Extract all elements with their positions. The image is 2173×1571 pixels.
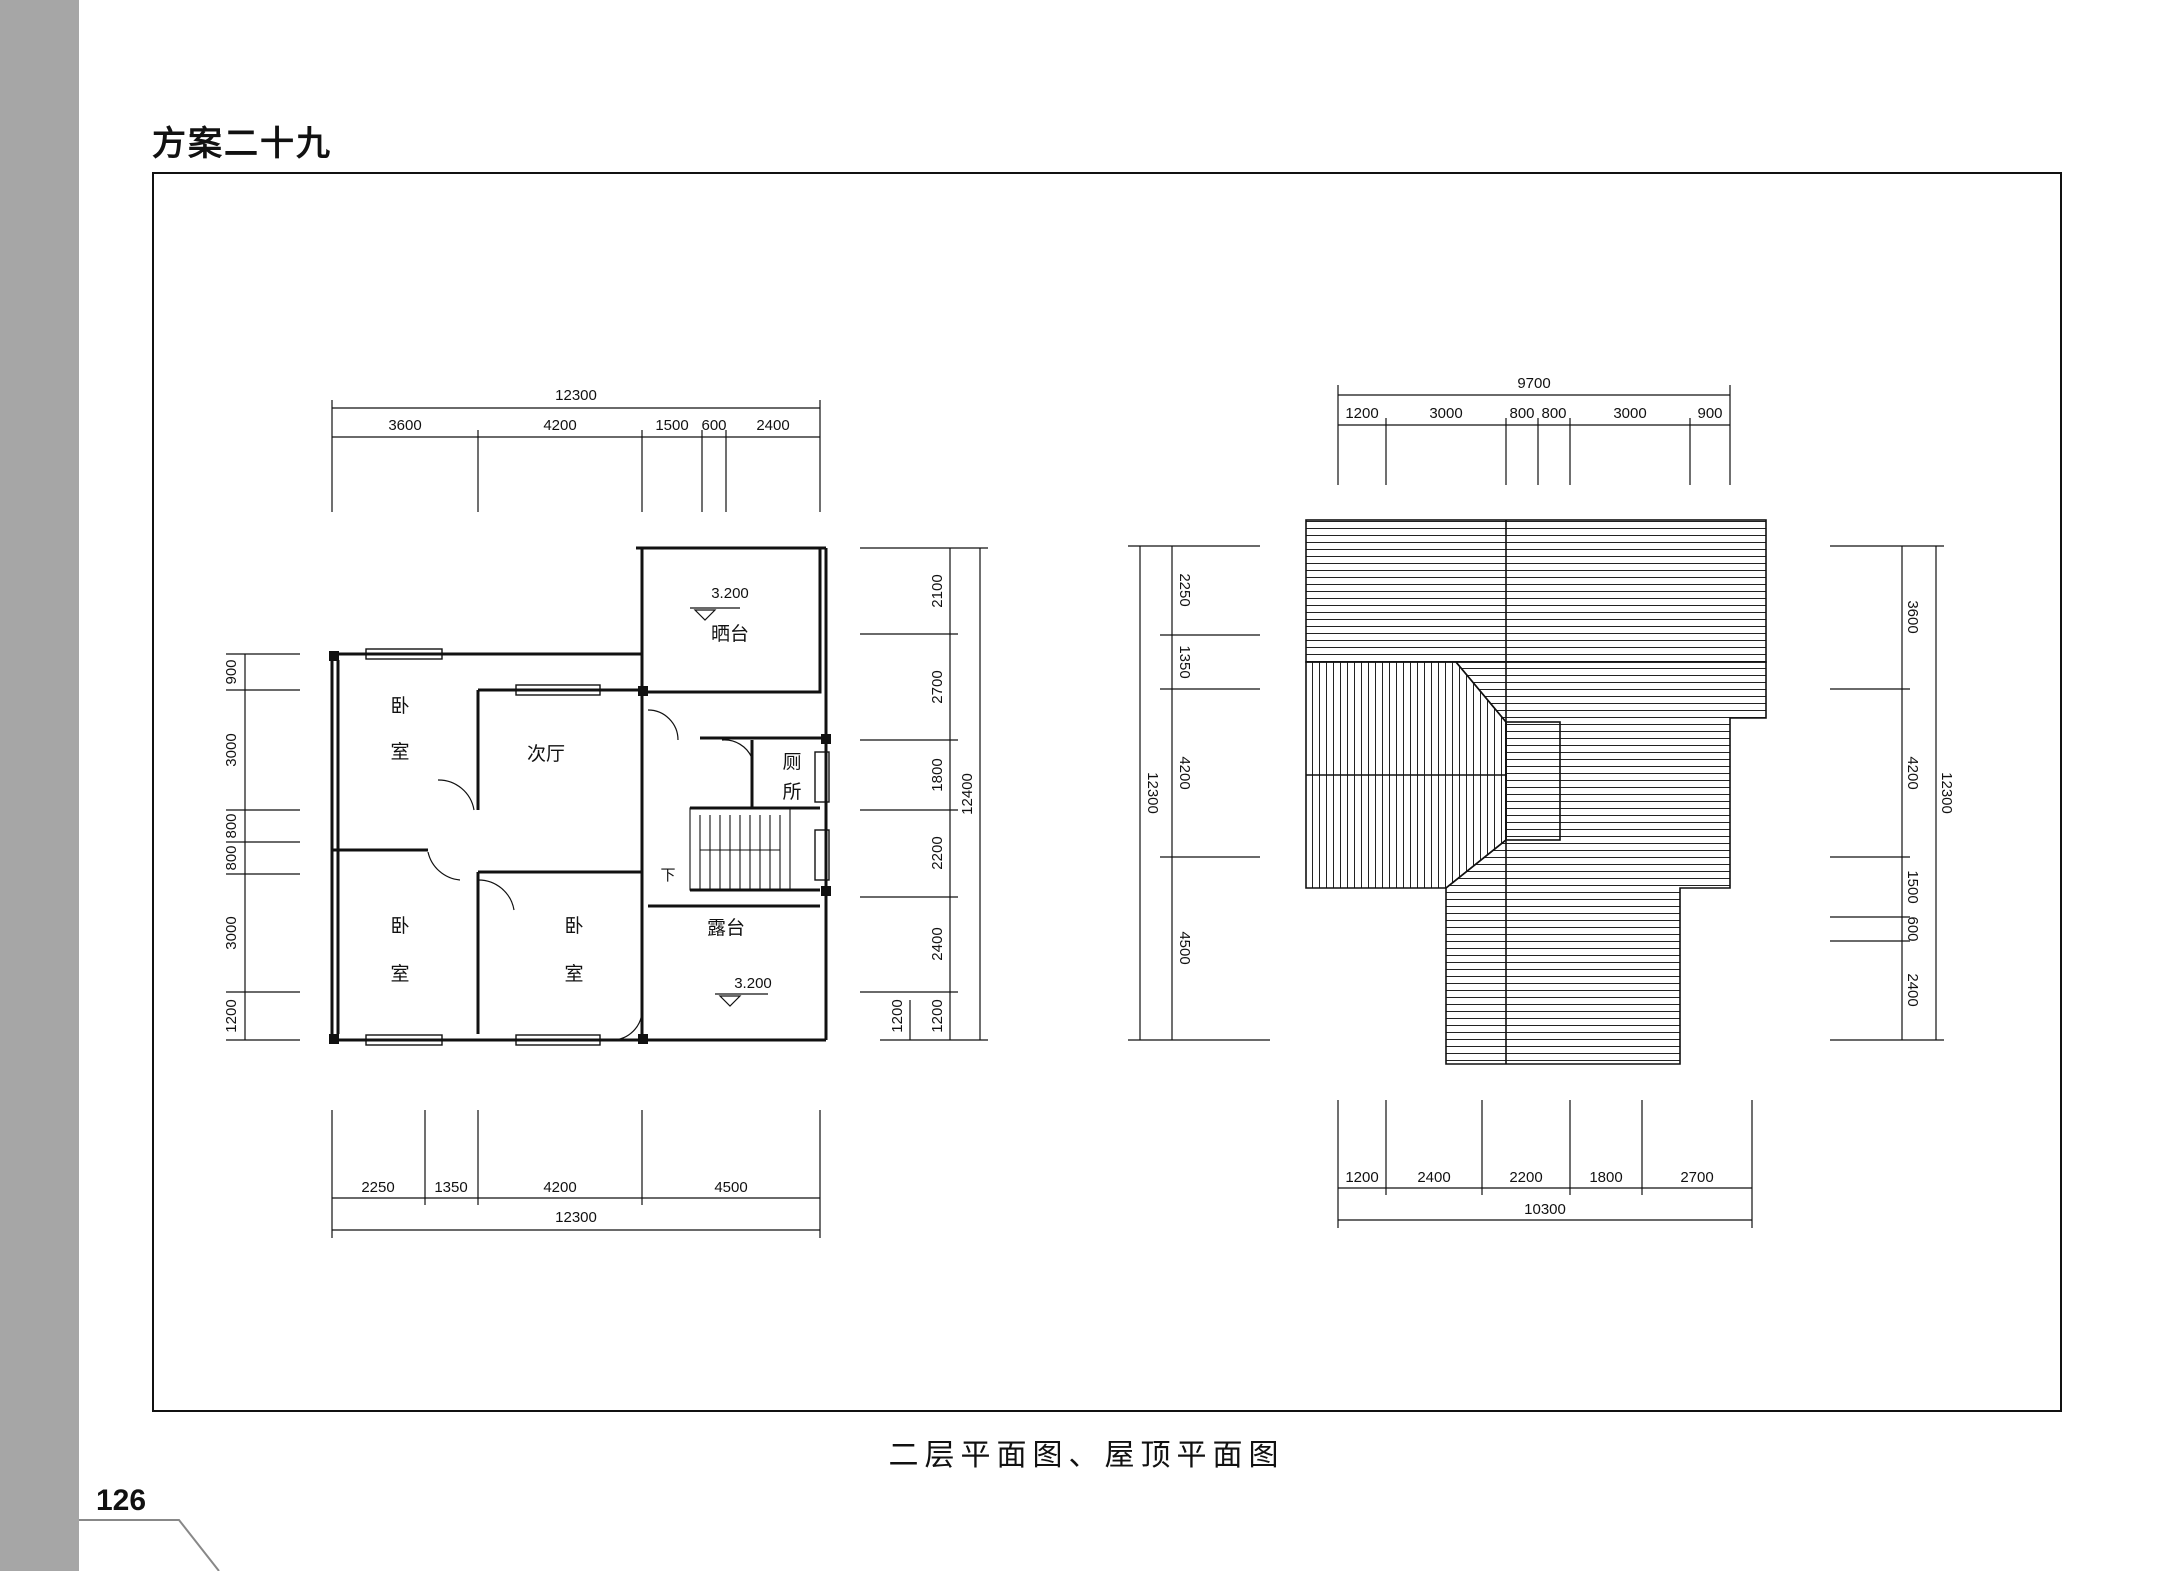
floor-bottom-total-label: 12300 xyxy=(555,1209,597,1226)
floor-doors xyxy=(427,709,753,1041)
roof-bottom-seg-1: 1200 xyxy=(1345,1169,1378,1186)
room-bedroom-1-char-2: 室 xyxy=(390,741,409,763)
page-number: 126 xyxy=(96,1484,147,1517)
room-open-terrace: 露台 xyxy=(707,917,745,939)
floor-walls xyxy=(330,546,828,1042)
floor-top-seg-1: 3600 xyxy=(388,417,421,434)
roof-top-seg-6: 900 xyxy=(1697,405,1722,422)
roof-left-seg-2: 1350 xyxy=(1176,645,1193,678)
roof-top-seg-5: 3000 xyxy=(1613,405,1646,422)
floor-left-seg-6: 1200 xyxy=(223,999,240,1032)
roof-bottom-seg-5: 2700 xyxy=(1680,1169,1713,1186)
room-secondary-hall: 次厅 xyxy=(527,743,565,765)
floor-left-seg-4: 800 xyxy=(223,845,240,870)
roof-bottom-seg-3: 2200 xyxy=(1509,1169,1542,1186)
staircase xyxy=(689,807,791,891)
floor-right-seg-1: 2100 xyxy=(929,574,946,607)
open-terrace-elevation: 3.200 xyxy=(734,975,772,992)
roof-top-seg-1: 1200 xyxy=(1345,405,1378,422)
floor-columns xyxy=(329,651,831,1044)
floor-top-total-label: 12300 xyxy=(555,387,597,404)
roof-left-total-label: 12300 xyxy=(1144,772,1161,814)
roof-left-seg-4: 4500 xyxy=(1176,931,1193,964)
second-floor-plan xyxy=(226,400,988,1238)
floor-top-seg-5: 2400 xyxy=(756,417,789,434)
floor-left-dimensions xyxy=(226,653,300,1041)
roof-plan-labels: 9700 1200 3000 800 800 3000 900 1200 240… xyxy=(1144,375,1955,1218)
page-side-bar xyxy=(0,0,79,1571)
drawing-caption: 二层平面图、屋顶平面图 xyxy=(888,1439,1285,1472)
roof-dimensions xyxy=(1128,385,1944,1228)
floor-top-dimensions xyxy=(331,400,821,512)
drying-terrace-elevation: 3.200 xyxy=(711,585,749,602)
roof-right-seg-3: 1500 xyxy=(1904,870,1921,903)
room-bedroom-1-char-1: 卧 xyxy=(390,695,409,717)
room-bedroom-3-char-1: 卧 xyxy=(564,915,583,937)
roof-bottom-seg-4: 1800 xyxy=(1589,1169,1622,1186)
floor-right-seg-5: 2400 xyxy=(929,927,946,960)
floor-right-extra-seg: 1200 xyxy=(889,999,906,1032)
floor-bottom-seg-2: 1350 xyxy=(434,1179,467,1196)
floor-right-total-label: 12400 xyxy=(959,773,976,815)
floor-right-seg-4: 2200 xyxy=(929,836,946,869)
roof-top-total-label: 9700 xyxy=(1517,375,1550,392)
floor-bottom-dimensions xyxy=(331,1110,821,1238)
floor-left-seg-5: 3000 xyxy=(223,916,240,949)
floor-right-seg-6: 1200 xyxy=(929,999,946,1032)
floor-left-seg-1: 900 xyxy=(223,659,240,684)
roof-right-seg-4: 600 xyxy=(1904,916,1921,941)
roof-bottom-seg-2: 2400 xyxy=(1417,1169,1450,1186)
room-bedroom-2-char-2: 室 xyxy=(390,963,409,985)
room-toilet-char-1: 厕 xyxy=(782,751,801,773)
floor-left-seg-2: 3000 xyxy=(223,733,240,766)
floor-right-dimensions xyxy=(860,547,988,1041)
roof-right-total-label: 12300 xyxy=(1938,772,1955,814)
roof-plan xyxy=(1128,385,1944,1228)
roof-right-seg-1: 3600 xyxy=(1904,600,1921,633)
floor-bottom-seg-3: 4200 xyxy=(543,1179,576,1196)
floor-windows xyxy=(365,648,830,1046)
room-bedroom-2-char-1: 卧 xyxy=(390,915,409,937)
roof-surfaces xyxy=(1305,519,1767,1065)
roof-right-seg-2: 4200 xyxy=(1904,756,1921,789)
floor-plan-labels: 12300 3600 4200 1500 600 2400 2250 1350 … xyxy=(223,387,976,1226)
floor-top-seg-3: 1500 xyxy=(655,417,688,434)
page-title: 方案二十九 xyxy=(152,125,332,163)
roof-top-seg-3: 800 xyxy=(1509,405,1534,422)
room-drying-terrace: 晒台 xyxy=(711,623,749,645)
room-bedroom-3-char-2: 室 xyxy=(564,963,583,985)
elevation-markers xyxy=(690,607,768,1007)
floor-top-seg-4: 600 xyxy=(701,417,726,434)
roof-left-seg-3: 4200 xyxy=(1176,756,1193,789)
roof-top-seg-2: 3000 xyxy=(1429,405,1462,422)
roof-bottom-total-label: 10300 xyxy=(1524,1201,1566,1218)
stair-down-label: 下 xyxy=(660,867,675,884)
drawing-frame xyxy=(152,172,2062,1412)
floor-right-seg-2: 2700 xyxy=(929,670,946,703)
floor-bottom-seg-4: 4500 xyxy=(714,1179,747,1196)
floor-top-seg-2: 4200 xyxy=(543,417,576,434)
page-corner-tab xyxy=(79,1519,220,1571)
roof-left-seg-1: 2250 xyxy=(1176,573,1193,606)
roof-top-seg-4: 800 xyxy=(1541,405,1566,422)
floor-bottom-seg-1: 2250 xyxy=(361,1179,394,1196)
floor-left-seg-3: 800 xyxy=(223,813,240,838)
floor-right-seg-3: 1800 xyxy=(929,758,946,791)
room-toilet-char-2: 所 xyxy=(782,781,801,803)
roof-right-seg-5: 2400 xyxy=(1904,973,1921,1006)
